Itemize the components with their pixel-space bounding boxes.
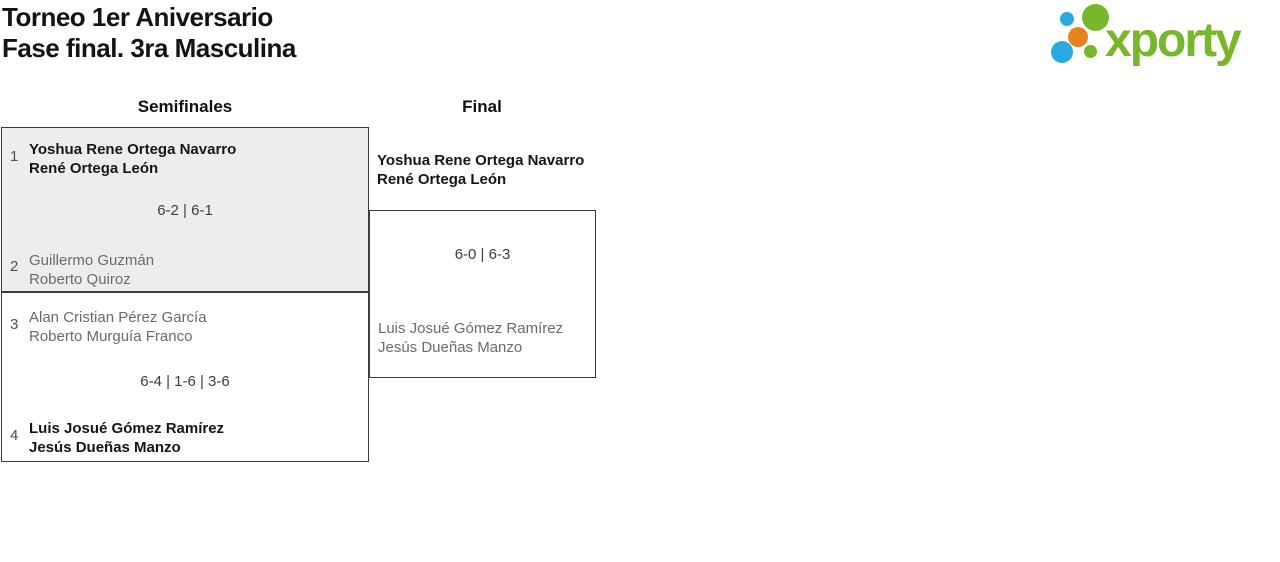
match-score: 6-2 | 6-1	[157, 202, 213, 219]
player-name: Roberto Murguía Franco	[29, 328, 193, 345]
player-name: Yoshua Rene Ortega Navarro	[377, 152, 585, 169]
seed-number: 2	[10, 258, 19, 275]
player-name: Roberto Quiroz	[29, 271, 131, 288]
team-players: Guillermo Guzmán Roberto Quiroz	[29, 251, 154, 289]
match-score: 6-0 | 6-3	[454, 246, 511, 263]
column-header-final: Final	[462, 97, 502, 116]
title-line-phase: Fase final. 3ra Masculina	[2, 33, 296, 63]
player-name: Alan Cristian Pérez García	[29, 309, 207, 326]
logo-dot-green-small-icon	[1084, 45, 1097, 58]
player-name: Luis Josué Gómez Ramírez	[378, 320, 564, 337]
seed-number: 3	[10, 316, 19, 333]
logo-dot-green-large-icon	[1082, 4, 1109, 31]
match-score: 6-4 | 1-6 | 3-6	[140, 373, 230, 390]
logo-dot-orange-icon	[1068, 27, 1088, 47]
team-players: Luis Josué Gómez Ramírez Jesús Dueñas Ma…	[378, 319, 563, 357]
logo-dot-blue-small-icon	[1060, 12, 1074, 26]
xporty-logo[interactable]: xporty	[1048, 2, 1278, 74]
seed-number: 1	[10, 148, 19, 165]
match-semifinal-2[interactable]: 3 Alan Cristian Pérez García Roberto Mur…	[1, 292, 369, 462]
player-name: Luis Josué Gómez Ramírez	[29, 420, 225, 437]
player-name: René Ortega León	[377, 171, 507, 188]
page-title: Torneo 1er Aniversario Fase final. 3ra M…	[2, 2, 296, 64]
match-final[interactable]: 6-0 | 6-3 Luis Josué Gómez Ramírez Jesús…	[369, 210, 596, 378]
logo-dot-blue-large-icon	[1051, 41, 1073, 63]
logo-wordmark: xporty	[1105, 14, 1242, 67]
seed-number: 4	[10, 427, 19, 444]
team-players: Alan Cristian Pérez García Roberto Murgu…	[29, 308, 207, 346]
title-line-tournament: Torneo 1er Aniversario	[2, 2, 273, 32]
player-name: Yoshua Rene Ortega Navarro	[29, 141, 237, 158]
match-semifinal-1[interactable]: 1 Yoshua Rene Ortega Navarro René Ortega…	[1, 127, 369, 292]
column-header-semifinals: Semifinales	[137, 97, 233, 116]
team-players: Yoshua Rene Ortega Navarro René Ortega L…	[29, 140, 236, 178]
player-name: René Ortega León	[29, 160, 159, 177]
player-name: Guillermo Guzmán	[29, 252, 155, 269]
team-players: Luis Josué Gómez Ramírez Jesús Dueñas Ma…	[29, 419, 224, 457]
team-players-final-winner: Yoshua Rene Ortega Navarro René Ortega L…	[377, 151, 584, 189]
player-name: Jesús Dueñas Manzo	[378, 339, 523, 356]
player-name: Jesús Dueñas Manzo	[29, 439, 181, 456]
